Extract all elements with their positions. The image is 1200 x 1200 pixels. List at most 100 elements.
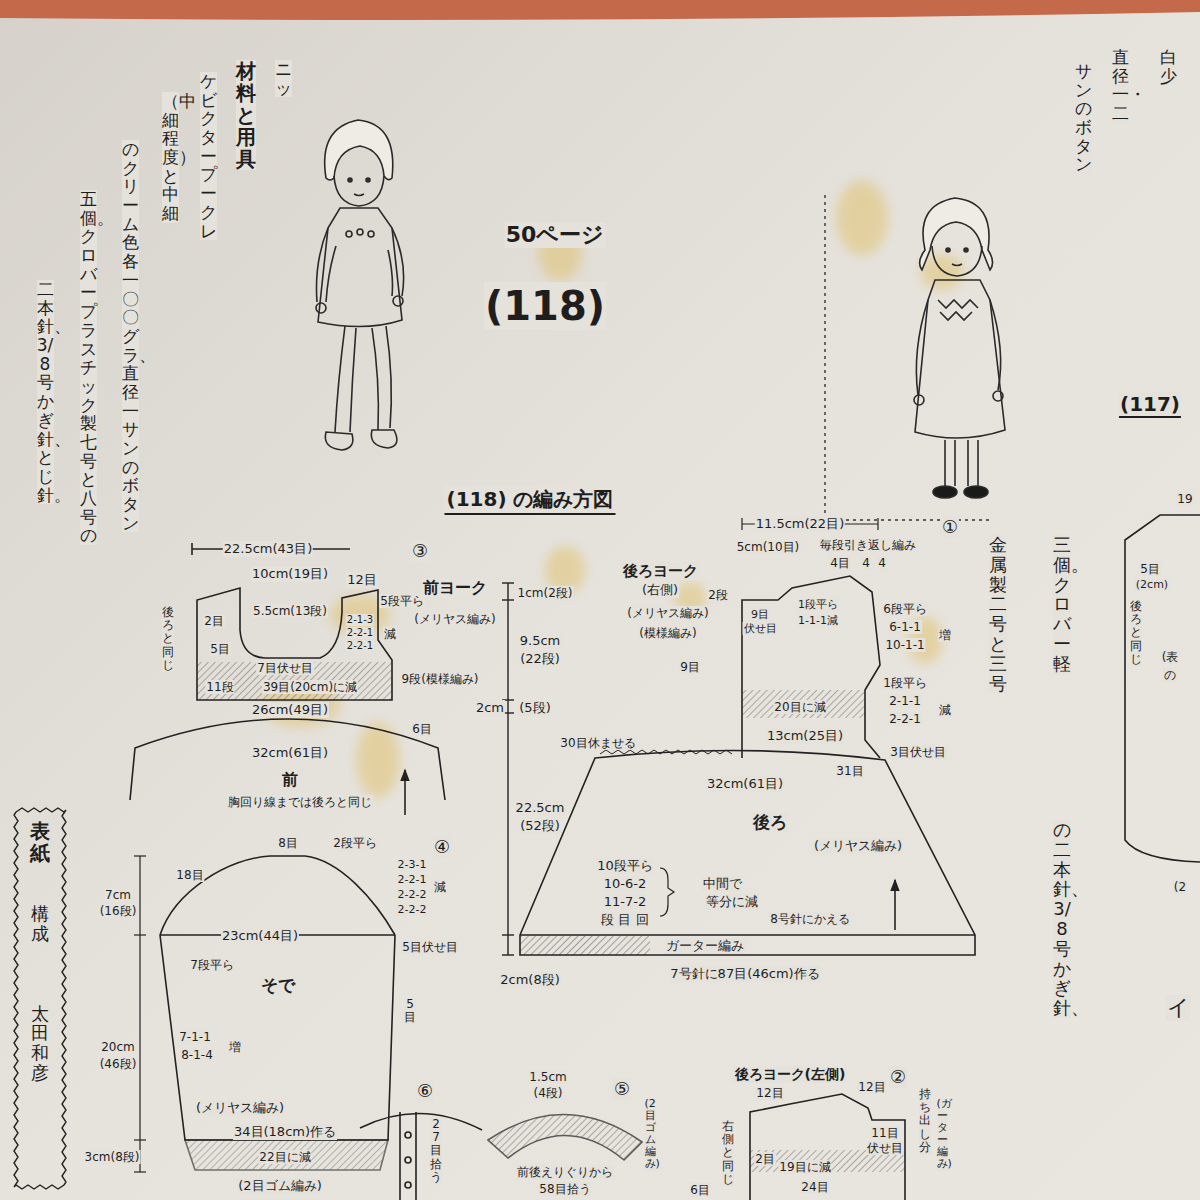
- diagram-label: 伏せ目: [866, 1141, 904, 1155]
- diagram-label: 3cm(8段): [84, 1150, 141, 1164]
- vertical-text: 五個。クロバープラスチック製七号と八号の: [80, 190, 97, 545]
- diagram-label: 11.5cm(22目): [755, 516, 845, 532]
- diagram-label: (メリヤス編み): [626, 606, 709, 620]
- diagram-label: 前ヨーク: [422, 578, 488, 597]
- diagram-label: (46段): [99, 1057, 138, 1071]
- vertical-text: (ガーター編み): [937, 1098, 948, 1171]
- diagram-label: 10cm(19目): [251, 566, 329, 582]
- diagram-label: 2-2-1: [346, 627, 374, 639]
- partial-diagram-117: [1125, 515, 1200, 862]
- diagram-label: 5目: [1139, 562, 1161, 576]
- diagram-label: 5cm(10目): [736, 540, 801, 554]
- diagram-label: 5.5cm(13段): [252, 604, 328, 618]
- diagram-label: 18目: [175, 868, 204, 882]
- diagram-label: ⑤: [613, 1078, 631, 1100]
- diagram-label: (2: [1173, 880, 1187, 894]
- diagram-label: 58目拾う: [538, 1182, 591, 1196]
- diagram-label: 10-6-2: [603, 876, 647, 892]
- vertical-text: ケビクタープークレ: [200, 72, 217, 240]
- diagram-label: 19: [1176, 492, 1193, 506]
- dotted-frame: [825, 195, 992, 520]
- diagram-label: の: [1163, 668, 1177, 682]
- length-scale: [502, 583, 514, 955]
- diagram-label: 9.5cm: [519, 633, 562, 649]
- diagram-label: 毎段引き返し編み: [819, 538, 917, 552]
- diagram-label: 9目: [679, 660, 701, 674]
- diagram-label: 22.5cm(43目): [223, 541, 313, 557]
- diagram-label: 22目に減: [258, 1150, 311, 1164]
- diagram-label: 後ろヨーク: [622, 562, 699, 580]
- vertical-text: 5目: [404, 998, 416, 1024]
- vertical-text: 27目拾う: [430, 1118, 442, 1184]
- vertical-text: （中細程度）と中細: [162, 92, 179, 223]
- diagram-label: 7目伏せ目: [256, 661, 314, 675]
- diagram-label: (117): [1119, 392, 1181, 418]
- diagram-label: 7cm: [104, 888, 132, 902]
- diagram-label: 増: [228, 1040, 242, 1054]
- diagram-label: 6-1-1: [888, 620, 922, 634]
- diagram-label: 13cm(25目): [766, 728, 844, 744]
- diagram-label: (2目ゴム編み): [237, 1178, 322, 1194]
- diagram-label: 3目伏せ目: [889, 745, 947, 759]
- diagram-label: (22段): [519, 651, 561, 667]
- diagram-label: 12目: [346, 572, 378, 588]
- diagram-label: 後ろ: [752, 812, 788, 832]
- vertical-text: のクリーム色各一〇〇グラ、直径一サンのボタン: [122, 140, 139, 532]
- diagram-label: 胸回り線までは後ろと同じ: [227, 795, 373, 809]
- diagram-label: 減: [433, 880, 447, 894]
- diagram-label: 2-2-1: [346, 640, 374, 652]
- diagram-label: 11目: [870, 1126, 899, 1140]
- diagram-label: ①: [941, 516, 959, 538]
- diagram-label: 増: [938, 628, 952, 642]
- vertical-text: 三個。クロバー軽: [1053, 535, 1071, 674]
- diagram-label: 後ろヨーク(左側): [734, 1066, 847, 1083]
- diagram-label: 5目: [209, 642, 231, 656]
- vertical-text: ニッ: [275, 60, 292, 97]
- diagram-label: (メリヤス編み): [413, 612, 496, 626]
- stains: [260, 180, 964, 798]
- diagram-label: 6目: [689, 1183, 711, 1197]
- diagram-label: 12目: [755, 1086, 784, 1100]
- vertical-text: 右側と同じ: [722, 1120, 734, 1186]
- vertical-text: 持ち出し分: [919, 1088, 931, 1154]
- diagram-label: そで: [260, 975, 296, 995]
- diagram-label: (4段): [533, 1086, 564, 1100]
- diagram-label: 前後えりぐりから: [516, 1165, 614, 1179]
- vertical-text: の二本針、3/8号かぎ針、: [1053, 820, 1071, 1018]
- diagram-label: 前: [281, 770, 299, 789]
- diagram-label: 1.5cm: [528, 1070, 567, 1084]
- diagram-label: ④: [433, 836, 451, 858]
- vertical-text: 金属製二号と三号: [989, 535, 1007, 693]
- diagram-label: 11-7-2: [603, 894, 647, 910]
- diagram-label: 6段平ら: [882, 602, 928, 616]
- diagram-label: 7段平ら: [189, 958, 235, 972]
- diagram-label: 19目に減: [778, 1160, 831, 1174]
- diagram-label: 39目(20cm)に減: [262, 680, 358, 694]
- diagram-label: 26cm(49目): [251, 702, 329, 718]
- vertical-text: 二本針、3/8号かぎ針、とじ針。: [37, 280, 54, 504]
- back-piece: [520, 750, 975, 955]
- diagram-label: 2-2-1: [397, 873, 428, 886]
- vertical-text: 直径一・二: [1112, 48, 1129, 123]
- vertical-text: 白少: [1160, 48, 1177, 85]
- diagram-label: 等分に減: [705, 894, 759, 910]
- vertical-text: サンのボタン: [1075, 62, 1092, 174]
- diagram-label: 1cm(2段): [517, 586, 574, 600]
- diagram-label: ②: [889, 1066, 907, 1088]
- diagram-label: 9目: [750, 608, 770, 621]
- credit-text: 構成: [31, 904, 49, 944]
- vertical-text: 後ろと同じ: [1130, 600, 1142, 666]
- diagram-label: 4: [861, 556, 871, 570]
- diagram-label: 30目休ませる: [559, 736, 636, 750]
- credit-heading: 表紙: [30, 820, 50, 864]
- diagram-label: 減: [938, 703, 952, 717]
- diagram-label: 20cm: [100, 1040, 136, 1054]
- diagram-label: 1段平ら: [797, 598, 839, 611]
- diagram-label: 9段(模様編み): [401, 672, 480, 686]
- diagram-label: (表: [1161, 650, 1180, 664]
- diagram-label: (52段): [519, 818, 561, 834]
- diagram-label: 31目: [835, 764, 864, 778]
